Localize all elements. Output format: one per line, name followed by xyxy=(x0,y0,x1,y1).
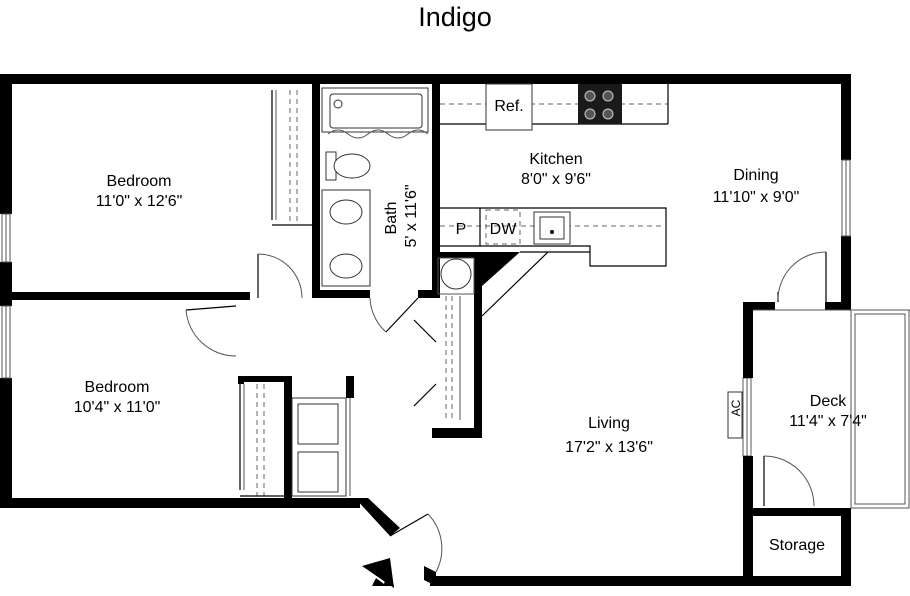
deck-railing xyxy=(753,309,910,509)
exterior-walls xyxy=(0,74,851,586)
living-name: Living xyxy=(588,415,630,432)
kitchen-fixtures xyxy=(440,83,669,317)
deck-size: 11'4" x 7'4" xyxy=(789,413,867,430)
bathroom-fixtures xyxy=(321,87,429,287)
doors xyxy=(185,251,827,573)
kitchen-size: 8'0" x 9'6" xyxy=(521,171,591,188)
interior-walls xyxy=(0,84,851,586)
bedroom1-name: Bedroom xyxy=(107,173,172,190)
bedroom1-size: 11'0" x 12'6" xyxy=(96,193,183,210)
appliance-labels: Ref. P DW AC xyxy=(456,98,743,439)
ac-label: AC xyxy=(729,399,743,416)
bedroom2-size: 10'4" x 11'0" xyxy=(74,399,161,416)
plan-title: Indigo xyxy=(418,2,492,32)
dining-size: 11'10" x 9'0" xyxy=(713,189,800,206)
deck-name: Deck xyxy=(810,393,847,410)
bedroom2-name: Bedroom xyxy=(85,379,150,396)
living-size: 17'2" x 13'6" xyxy=(565,439,653,456)
kitchen-name: Kitchen xyxy=(529,151,582,168)
dishwasher-label: DW xyxy=(490,221,518,238)
storage-name: Storage xyxy=(769,537,825,554)
room-labels: Bedroom 11'0" x 12'6" Bedroom 10'4" x 11… xyxy=(74,151,867,554)
ref-label: Ref. xyxy=(494,98,523,115)
pantry-label: P xyxy=(456,221,467,238)
entry-arrow-head-icon xyxy=(362,558,394,588)
bath-name: Bath xyxy=(383,202,400,235)
bath-size: 5' x 11'6" xyxy=(403,184,420,247)
closets xyxy=(239,90,475,497)
dining-name: Dining xyxy=(733,167,778,184)
